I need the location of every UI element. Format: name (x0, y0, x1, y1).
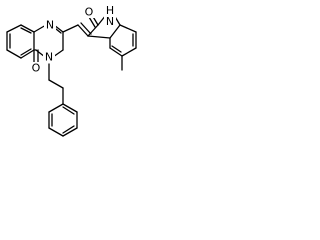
bond (55, 28, 62, 34)
bond (62, 103, 78, 113)
atom-label-n-quinazoline: N (46, 19, 54, 32)
bond (48, 127, 64, 137)
bond (119, 24, 137, 33)
bond (48, 79, 64, 89)
atom-label-o-quinazolinone: O (32, 62, 41, 75)
bond (20, 49, 35, 59)
bond (6, 49, 22, 59)
bond (62, 106, 75, 115)
bond (88, 16, 96, 28)
bonds (6, 14, 137, 137)
bond (62, 127, 78, 137)
bond (121, 47, 137, 57)
bond (6, 24, 22, 33)
atom-label-o-oxindole: O (85, 6, 94, 19)
atom-label-n-amide: N (45, 51, 53, 64)
bond (109, 47, 123, 57)
bond (62, 24, 79, 33)
bond (20, 48, 32, 56)
bond (109, 24, 121, 39)
bond (87, 35, 111, 39)
bond (20, 27, 32, 34)
bond (87, 24, 99, 37)
bond (77, 24, 89, 37)
bond (48, 103, 64, 113)
bond (62, 125, 75, 134)
bond (20, 24, 35, 33)
bond (80, 22, 92, 35)
bond (111, 45, 122, 53)
